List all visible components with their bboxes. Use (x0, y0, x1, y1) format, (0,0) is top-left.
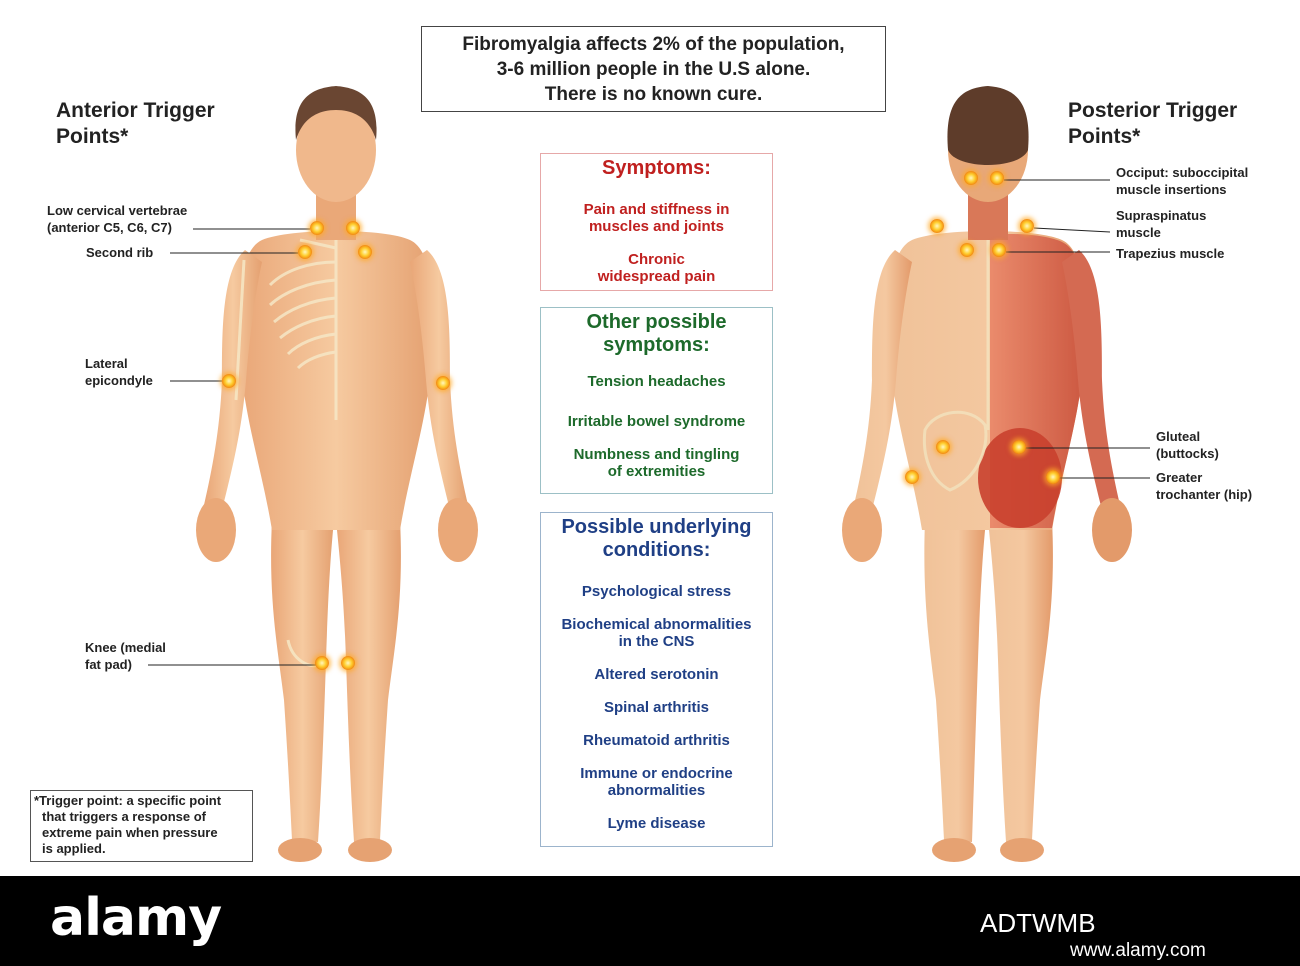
trigger-point-gluteal-left (936, 440, 950, 454)
other-symptoms-heading: Other possible symptoms: (586, 311, 727, 356)
label-occiput: Occiput: suboccipital muscle insertions (1116, 165, 1249, 197)
posterior-title: Posterior Trigger Points* (1068, 99, 1238, 148)
other-symptom-item: Tension headaches (587, 373, 726, 390)
condition-item: Biochemical abnormalities in the CNS (561, 616, 752, 650)
anterior-figure (196, 86, 478, 862)
condition-item: Rheumatoid arthritis (583, 732, 730, 749)
label-trapezius: Trapezius muscle (1116, 246, 1225, 261)
symptoms-heading: Symptoms: (602, 157, 711, 179)
trigger-point-trochanter-left (905, 470, 919, 484)
trigger-point-second-rib-left (298, 245, 312, 259)
trigger-point-footnote: *Trigger point: a specific point that tr… (30, 790, 253, 862)
condition-item: Spinal arthritis (603, 699, 710, 716)
trigger-point-knee-right (341, 656, 355, 670)
underlying-conditions-box: Possible underlying conditions: Psycholo… (540, 512, 773, 847)
trigger-point-supraspinatus-left (930, 219, 944, 233)
anterior-title: Anterior Trigger Points* (56, 99, 215, 148)
trigger-point-occiput-left (964, 171, 978, 185)
symptom-item: Pain and stiffness in muscles and joints (583, 201, 730, 235)
trigger-point-knee-left (315, 656, 329, 670)
trigger-point-trapezius-left (960, 243, 974, 257)
trigger-point-occiput-right (990, 171, 1004, 185)
condition-item: Altered serotonin (594, 666, 719, 683)
other-symptoms-box: Other possible symptoms: Tension headach… (540, 307, 773, 494)
symptoms-box: Symptoms: Pain and stiffness in muscles … (540, 153, 773, 291)
trigger-point-epicondyle-right (436, 376, 450, 390)
underlying-heading: Possible underlying conditions: (561, 516, 752, 561)
headline-line: Fibromyalgia affects 2% of the populatio… (462, 34, 845, 55)
leader-lines (148, 179, 1150, 666)
condition-item: Psychological stress (581, 583, 732, 600)
trigger-point-cervical-right (346, 221, 360, 235)
label-trochanter: Greater trochanter (hip) (1156, 470, 1253, 502)
label-supraspinatus: Supraspinatus muscle (1116, 208, 1207, 240)
symptom-item: Chronic widespread pain (597, 251, 716, 285)
label-lateral-epicondyle: Lateral epicondyle (85, 356, 153, 388)
trigger-point-trochanter-right (1046, 470, 1060, 484)
trigger-point-supraspinatus-right (1020, 219, 1034, 233)
image-id: ADTWMB (980, 908, 1096, 938)
label-second-rib: Second rib (86, 245, 154, 260)
alamy-logo: alamy (50, 888, 222, 948)
footer-bar (0, 876, 1300, 966)
posterior-figure (842, 86, 1132, 862)
headline-line: 3-6 million people in the U.S alone. (496, 59, 811, 80)
other-symptom-item: Irritable bowel syndrome (567, 413, 746, 430)
trigger-point-second-rib-right (358, 245, 372, 259)
site-url: www.alamy.com (1070, 940, 1206, 961)
label-cervical: Low cervical vertebrae (anterior C5, C6,… (47, 203, 188, 235)
trigger-point-trapezius-right (992, 243, 1006, 257)
condition-item: Immune or endocrine abnormalities (580, 765, 733, 799)
trigger-point-cervical-left (310, 221, 324, 235)
trigger-point-gluteal-right (1012, 440, 1026, 454)
label-knee: Knee (medial fat pad) (85, 640, 166, 672)
trigger-point-epicondyle-left (222, 374, 236, 388)
condition-item: Lyme disease (607, 815, 706, 832)
headline-line: There is no known cure. (544, 84, 763, 105)
label-gluteal: Gluteal (buttocks) (1156, 429, 1219, 461)
figures-illustration (148, 86, 1150, 862)
other-symptom-item: Numbness and tingling of extremities (573, 446, 740, 480)
headline-box: Fibromyalgia affects 2% of the populatio… (421, 26, 886, 112)
